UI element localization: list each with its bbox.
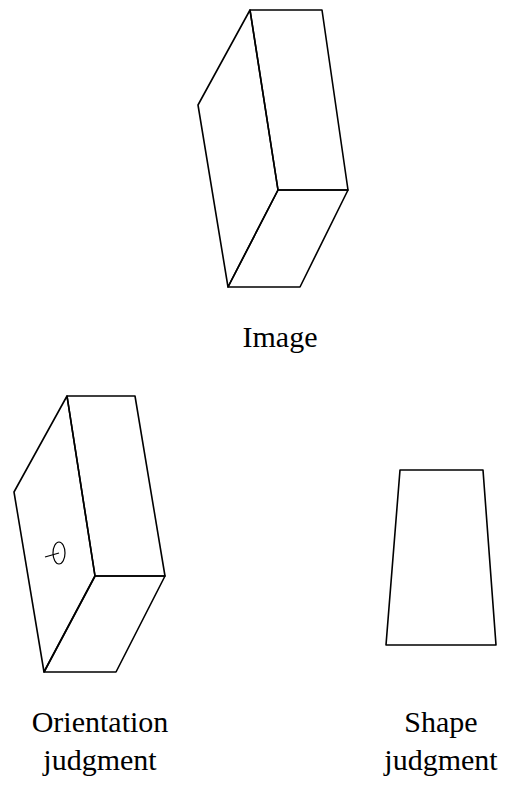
box-orientation (14, 396, 165, 672)
box-image (198, 10, 348, 287)
figure-caption: Orientation judgment (5, 703, 195, 779)
figure-caption: Shape judgment (361, 703, 521, 779)
shape-parallelogram (386, 470, 496, 645)
figure-caption: Image (180, 318, 380, 356)
